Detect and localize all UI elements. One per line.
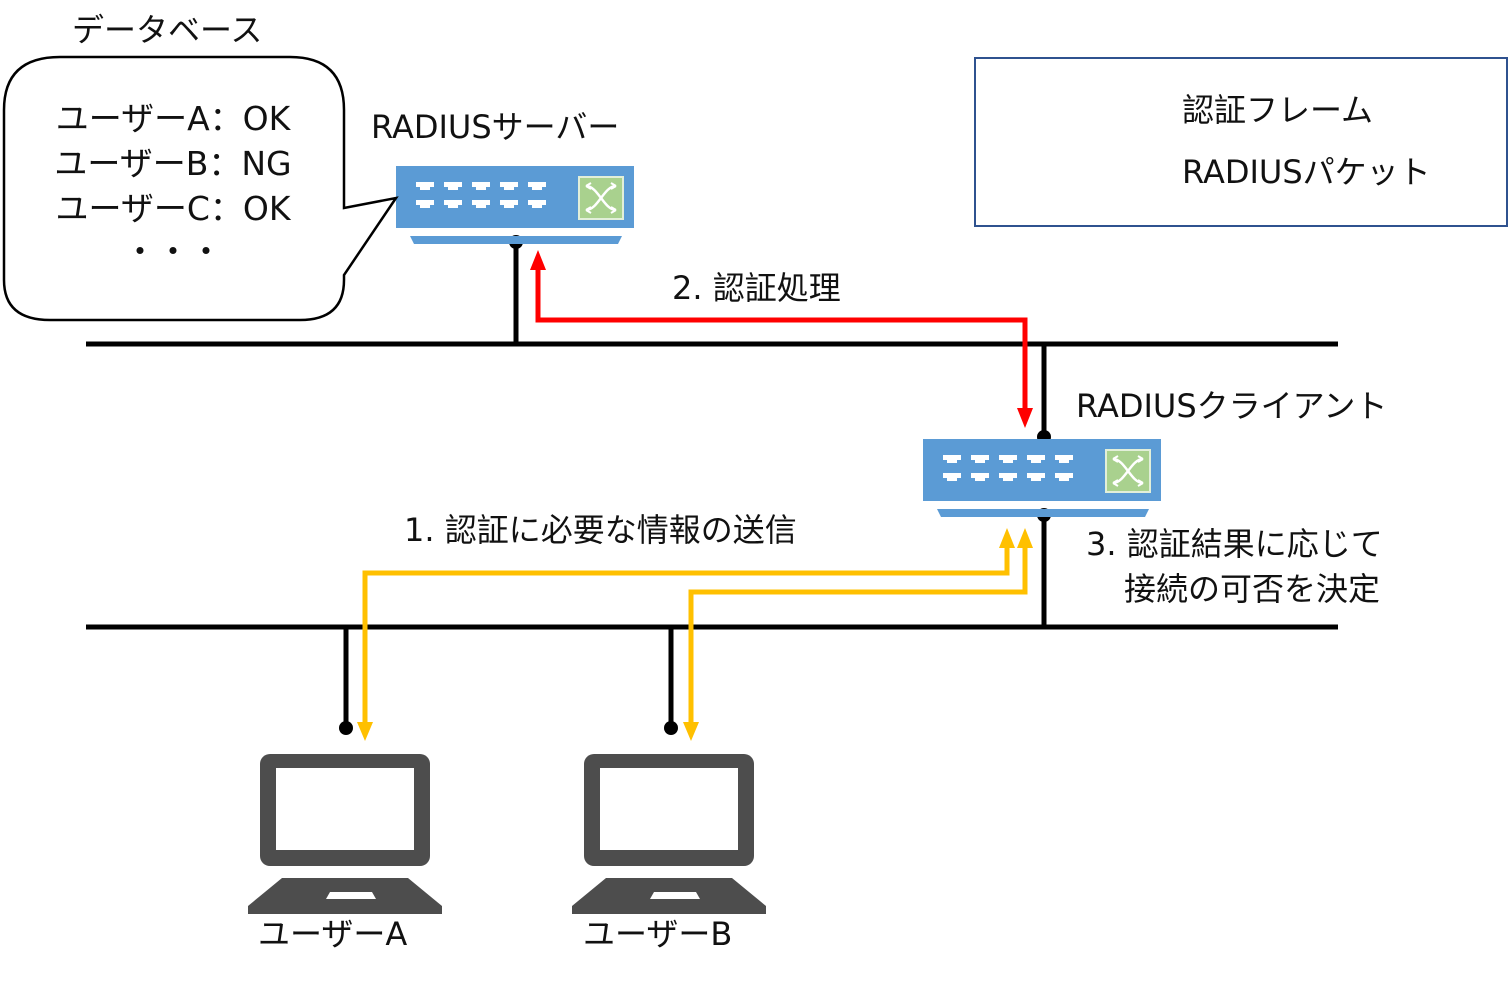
database-title: データベース <box>72 11 263 49</box>
radius-client-label: RADIUSクライアント <box>1076 387 1388 425</box>
auth-arrowhead-user-a-up-icon <box>999 528 1015 548</box>
step2-label: 2. 認証処理 <box>672 269 841 307</box>
user-b-laptop-icon <box>572 754 766 914</box>
database-speech-bubble <box>2 55 399 322</box>
database-entry: ユーザーA：OK <box>55 99 291 138</box>
auth-arrowhead-user-b-up-icon <box>1017 528 1033 548</box>
user-a-port-dot <box>339 721 353 735</box>
radius-packet-path <box>535 268 1028 410</box>
radius-arrowhead-down-icon <box>1017 408 1033 428</box>
legend-radius-packet-label: RADIUSパケット <box>1182 153 1431 191</box>
database-entry: ユーザーB：NG <box>54 144 292 183</box>
legend <box>974 57 1508 227</box>
auth-frame-path-user-a <box>362 546 1010 722</box>
user-b-label: ユーザーB <box>583 915 733 953</box>
step3-label-line1: 3. 認証結果に応じて <box>1086 525 1383 563</box>
database-entry: ・・・ <box>123 232 223 271</box>
legend-auth-frame-label: 認証フレーム <box>1182 91 1374 129</box>
step1-label: 1. 認証に必要な情報の送信 <box>404 511 797 549</box>
database-entry: ユーザーC：OK <box>55 189 291 228</box>
radius-server-label: RADIUSサーバー <box>371 108 620 146</box>
auth-arrowhead-user-a-down-icon <box>357 722 373 741</box>
radius-server-switch-icon <box>394 164 636 246</box>
radius-client-switch-icon <box>921 437 1163 519</box>
radius-arrowhead-up-icon <box>530 250 546 270</box>
auth-frame-path-user-b <box>688 546 1028 722</box>
user-a-label: ユーザーA <box>258 915 408 953</box>
user-a-laptop-icon <box>248 754 442 914</box>
step3-label-line2: 接続の可否を決定 <box>1124 570 1381 608</box>
auth-arrowhead-user-b-down-icon <box>683 722 699 741</box>
user-b-port-dot <box>664 721 678 735</box>
